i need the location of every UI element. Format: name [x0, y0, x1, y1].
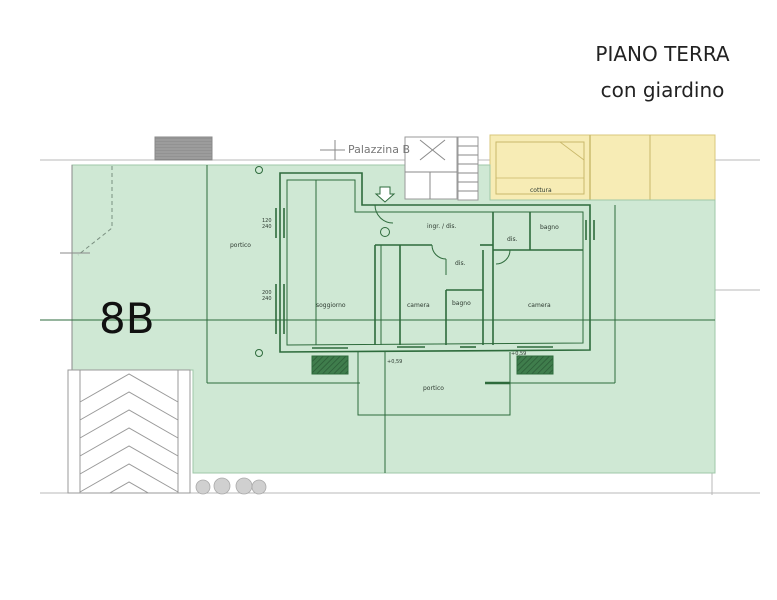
- bushes: [195, 477, 267, 495]
- room-label-portico-west: portico: [230, 242, 251, 249]
- floor-subtitle: con giardino: [600, 78, 725, 102]
- room-label-bagno-2: bagno: [540, 224, 559, 231]
- building-label: Palazzina B: [348, 143, 410, 156]
- room-label-bagno-1: bagno: [452, 300, 471, 307]
- neighbour-fill: [489, 134, 716, 201]
- carport: [67, 369, 191, 494]
- room-label-cottura: cottura: [530, 187, 552, 194]
- window-2-width: 200: [262, 290, 272, 296]
- staircase: [320, 136, 479, 201]
- room-label-camera-2: camera: [528, 302, 551, 309]
- room-label-ingresso: ingr. / dis.: [427, 223, 457, 230]
- technical-box: [154, 136, 213, 161]
- portico-lines: [40, 165, 715, 473]
- window-1-height: 240: [262, 224, 272, 230]
- room-label-portico-south: portico: [423, 385, 444, 392]
- window-1-width: 120: [262, 218, 272, 224]
- elevation-label-2: +0,59: [511, 351, 526, 357]
- building-walls: [275, 172, 595, 353]
- room-label-soggiorno: soggiorno: [316, 302, 346, 309]
- room-label-dis-2: dis.: [455, 260, 466, 267]
- unit-code: 8B: [99, 294, 155, 343]
- elevation-label-1: +0,59: [387, 359, 402, 365]
- neighbour-area: cottura: [489, 134, 716, 201]
- window-2-height: 240: [262, 296, 272, 302]
- light-well-east: [516, 355, 554, 375]
- room-label-dis-1: dis.: [507, 236, 518, 243]
- plan-heading: PIANO TERRA con giardino: [560, 36, 765, 108]
- light-well-west: [311, 355, 349, 375]
- room-label-camera-1: camera: [407, 302, 430, 309]
- floor-title: PIANO TERRA: [595, 42, 730, 66]
